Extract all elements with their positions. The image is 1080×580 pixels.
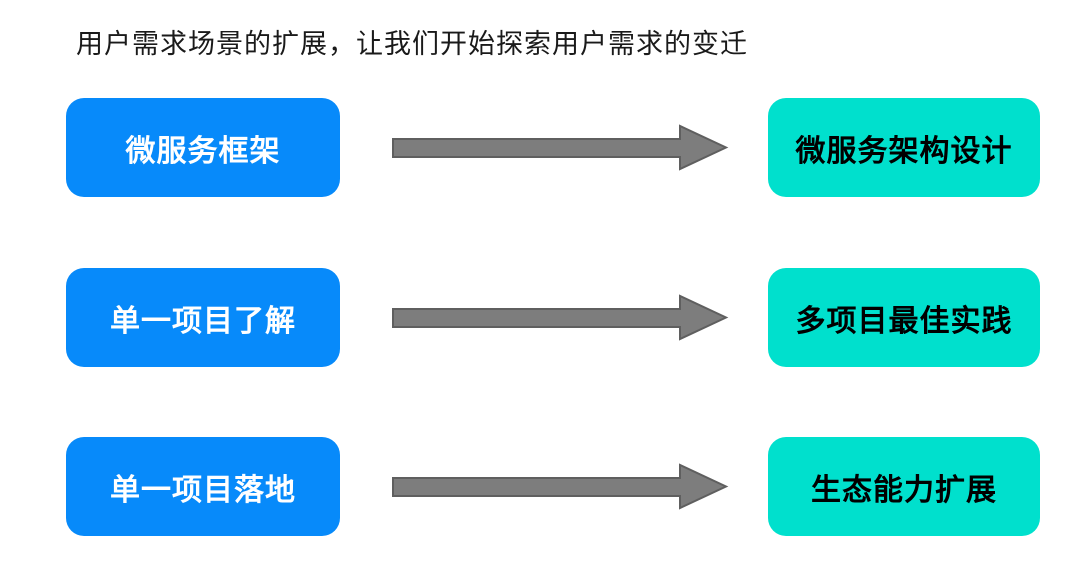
diagram-row: 单一项目了解 多项目最佳实践: [0, 268, 1080, 367]
target-box-multi-project-best-practice: 多项目最佳实践: [768, 268, 1040, 367]
target-box-microservice-architecture: 微服务架构设计: [768, 98, 1040, 197]
right-arrow-icon: [390, 287, 730, 348]
slide-title: 用户需求场景的扩展，让我们开始探索用户需求的变迁: [76, 29, 748, 59]
right-arrow-icon: [390, 117, 730, 178]
source-box-single-project-understanding: 单一项目了解: [66, 268, 340, 367]
source-box-microservice-framework: 微服务框架: [66, 98, 340, 197]
diagram-row: 微服务框架 微服务架构设计: [0, 98, 1080, 197]
diagram-row: 单一项目落地 生态能力扩展: [0, 437, 1080, 536]
right-arrow-icon: [390, 456, 730, 517]
source-box-single-project-landing: 单一项目落地: [66, 437, 340, 536]
target-box-ecosystem-capability-expansion: 生态能力扩展: [768, 437, 1040, 536]
